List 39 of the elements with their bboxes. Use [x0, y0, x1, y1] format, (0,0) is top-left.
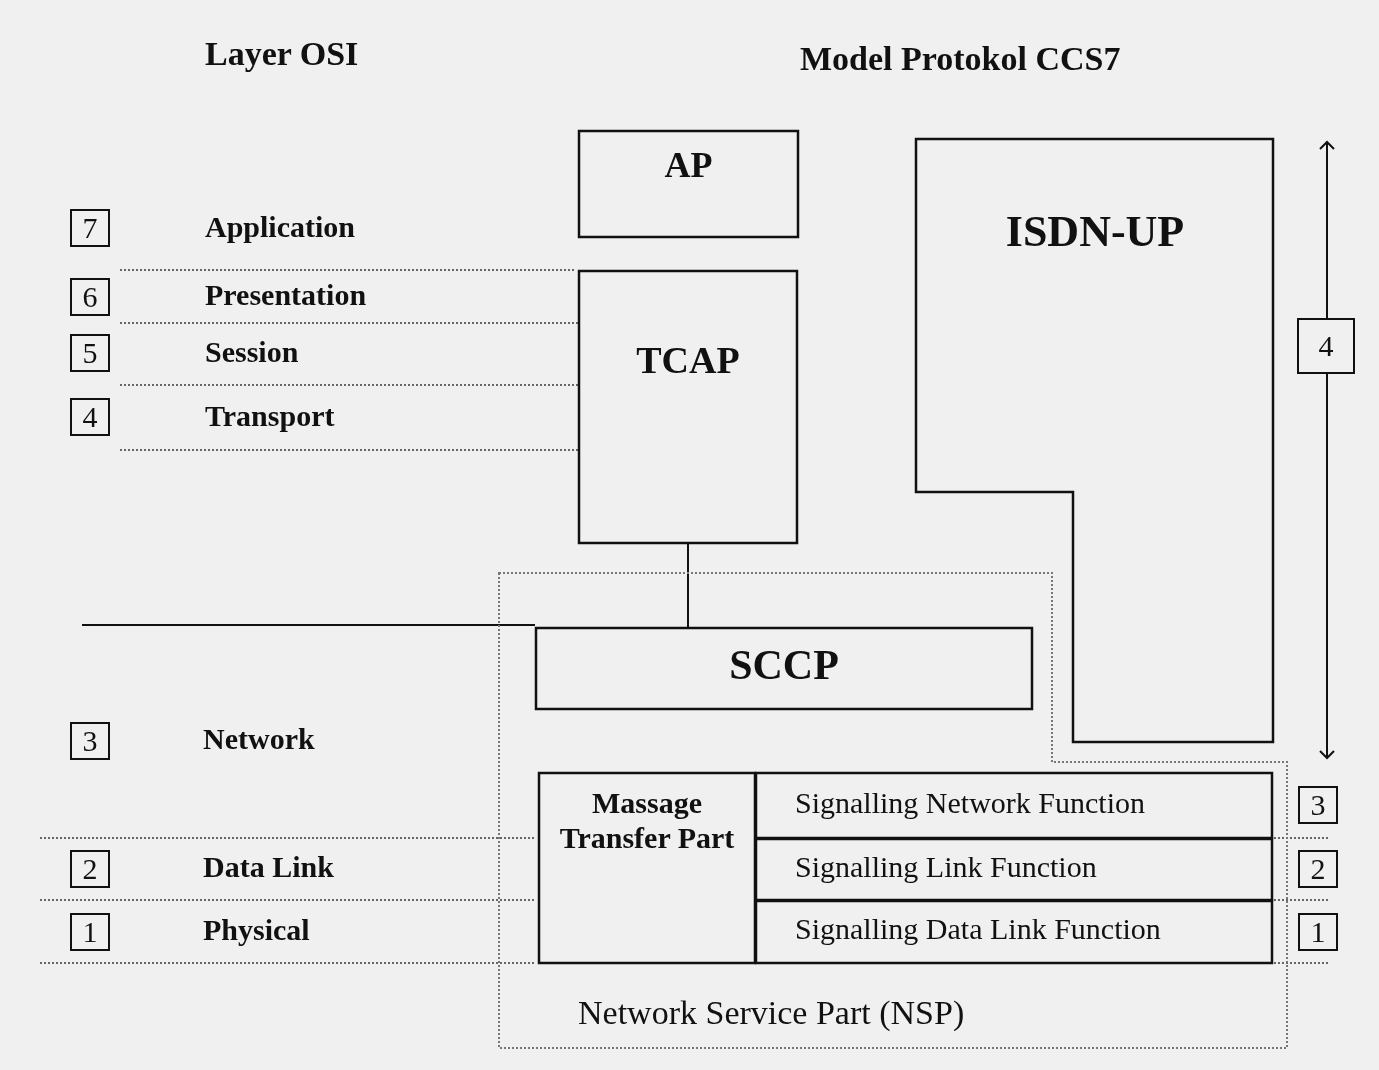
function-box — [755, 900, 1273, 964]
region-label: Network Service Part (NSP) — [578, 994, 966, 1032]
column-heading: Model Protokol CCS7 — [800, 40, 1121, 78]
function-box — [755, 838, 1273, 901]
connector-line — [687, 543, 689, 628]
layer-name: Physical — [203, 913, 310, 947]
function-name: Signalling Link Function — [795, 850, 1098, 884]
protocol-name: SCCP — [728, 641, 840, 689]
protocol-box — [578, 130, 799, 238]
column-heading: Layer OSI — [205, 35, 359, 73]
layer-number: 3 — [1298, 786, 1338, 824]
function-name: Signalling Network Function — [795, 786, 1146, 820]
function-name: Signalling Data Link Function — [795, 912, 1162, 946]
layer-name: Session — [205, 335, 299, 369]
layer-number: 1 — [70, 913, 110, 951]
layer-name: Network — [203, 722, 315, 756]
protocol-name: TCAP — [635, 338, 741, 382]
layer-number: 3 — [70, 722, 110, 760]
layer-number: 5 — [70, 334, 110, 372]
protocol-box — [578, 270, 798, 544]
layer-name: Data Link — [203, 850, 334, 884]
layer-name: Transport — [205, 399, 335, 433]
protocol-box — [535, 627, 1033, 710]
protocol-name: ISDN-UP — [1004, 206, 1186, 257]
protocol-name: AP — [663, 144, 714, 186]
layer-number: 4 — [70, 398, 110, 436]
layer-number: 7 — [70, 209, 110, 247]
function-box — [755, 772, 1273, 839]
layer-number: 1 — [1298, 913, 1338, 951]
layer-number: 6 — [70, 278, 110, 316]
dotted-region — [498, 572, 1288, 1049]
protocol-name: Massage Transfer Part — [558, 786, 736, 855]
layer-number: 4 — [1297, 318, 1355, 374]
protocol-box — [538, 772, 756, 964]
layer-number: 2 — [70, 850, 110, 888]
protocol-block — [915, 138, 1275, 744]
layer-name: Application — [205, 210, 356, 244]
layer-number: 2 — [1298, 850, 1338, 888]
layer-name: Presentation — [205, 278, 367, 312]
